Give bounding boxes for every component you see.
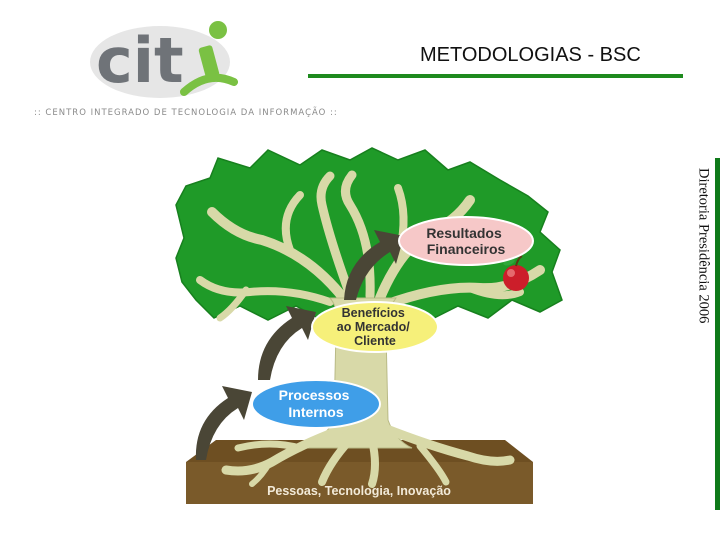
arrow-customer-to-financial <box>344 230 404 300</box>
side-band-panel <box>691 158 715 510</box>
node-customer-line3: Cliente <box>354 334 396 348</box>
tree-branches <box>196 170 545 322</box>
node-internal: Processos Internos <box>251 379 381 429</box>
arrow-ground-to-internal <box>195 386 252 460</box>
logo-wordmark: cit <box>96 24 184 97</box>
growth-arrows <box>195 230 404 460</box>
citi-logo: cit <box>90 21 238 98</box>
node-financial-line1: Resultados <box>426 225 502 241</box>
slide-title: METODOLOGIAS - BSC <box>420 44 641 66</box>
tree-foliage <box>175 147 563 321</box>
svg-text:Benefícios ao Mercado/: Benefícios ao Mercado/ Cliente <box>337 306 413 348</box>
node-customer-line2: ao Mercado/ <box>337 320 410 334</box>
node-internal-line2: Internos <box>288 404 343 420</box>
node-customer: Benefícios ao Mercado/ Cliente <box>311 301 439 353</box>
node-financial: Resultados Financeiros <box>398 216 534 266</box>
apple-icon <box>503 255 529 291</box>
tree-roots <box>221 423 515 488</box>
node-financial-line2: Financeiros <box>427 241 506 257</box>
arrow-internal-to-customer <box>258 306 316 380</box>
svg-text:Processos Internos: Processos Internos <box>279 387 354 420</box>
svg-text:Resultados Financeiros: Resultados Financeiros <box>426 225 505 257</box>
ground-label: Pessoas, Tecnologia, Inovação <box>267 484 451 498</box>
logo-tagline: :: CENTRO INTEGRADO DE TECNOLOGIA DA INF… <box>34 108 338 118</box>
node-customer-line1: Benefícios <box>342 306 405 320</box>
title-underline <box>308 74 683 78</box>
node-internal-line1: Processos <box>279 387 350 403</box>
